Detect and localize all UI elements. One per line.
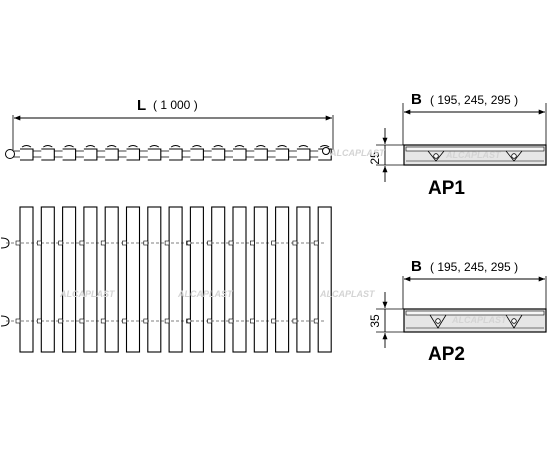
- grating-bar: [296, 206, 311, 353]
- length-value: ( 1 000 ): [153, 98, 198, 112]
- side-link: [169, 148, 183, 161]
- side-end-hinge: [5, 149, 15, 159]
- ap2-width-values: ( 195, 245, 295 ): [430, 260, 518, 274]
- grating-side-view: [5, 145, 332, 161]
- grating-bar: [147, 206, 162, 353]
- connector-pin: [186, 318, 192, 324]
- grating-bar: [189, 206, 204, 353]
- ap1-profile-drawing: B ( 195, 245, 295 ) 25 AP1: [368, 91, 547, 199]
- side-link: [20, 148, 34, 161]
- side-link: [190, 148, 204, 161]
- grating-bar: [40, 206, 55, 353]
- brand-watermark: ALCAPLAST: [451, 315, 508, 325]
- end-clip: [0, 315, 10, 327]
- brand-watermark: ALCAPLAST: [59, 289, 116, 299]
- grating-bar: [317, 206, 332, 353]
- brand-watermark: ALCAPLAST: [319, 289, 376, 299]
- grating-bar: [62, 206, 77, 353]
- brand-watermark: ALCAPLAST: [329, 148, 386, 158]
- connector-pin: [186, 240, 192, 246]
- ap2-height-value: 35: [368, 314, 382, 328]
- ap2-mounting-hole-right: [511, 318, 517, 324]
- ap2-title: AP2: [428, 344, 465, 365]
- grating-bar: [232, 206, 247, 353]
- grating-bar: [104, 206, 119, 353]
- grating-bar: [275, 206, 290, 353]
- ap1-mounting-hole-right: [511, 153, 517, 159]
- ap1-height-value: 25: [368, 151, 382, 165]
- side-link: [126, 148, 141, 161]
- side-link: [254, 148, 268, 161]
- side-link: [147, 148, 162, 161]
- side-link: [41, 148, 55, 161]
- length-symbol: L: [137, 97, 146, 114]
- side-link: [296, 148, 311, 161]
- ap1-title: AP1: [428, 178, 465, 199]
- ap2-mounting-hole-left: [435, 318, 441, 324]
- side-link: [275, 148, 290, 161]
- side-link: [105, 148, 119, 161]
- ap1-width-values: ( 195, 245, 295 ): [430, 93, 518, 107]
- length-dimension: L ( 1 000 ): [12, 97, 334, 150]
- side-end-hinge: [322, 147, 330, 155]
- grating-bar: [168, 206, 183, 353]
- brand-watermarks: ALCAPLAST ALCAPLAST ALCAPLAST ALCAPLAST …: [59, 148, 508, 325]
- grating-bar: [125, 206, 141, 353]
- side-link: [62, 148, 77, 161]
- grating-bar: [83, 206, 98, 353]
- grating-plan-view: [0, 206, 332, 353]
- brand-watermark: ALCAPLAST: [445, 150, 502, 160]
- side-link: [83, 148, 98, 161]
- brand-watermark: ALCAPLAST: [177, 289, 234, 299]
- grating-bar: [253, 206, 268, 353]
- grating-bar: [19, 206, 34, 353]
- side-link: [233, 148, 247, 161]
- ap2-profile-drawing: B ( 195, 245, 295 ) 35 AP2: [368, 258, 547, 365]
- side-link: [211, 148, 226, 161]
- ap1-mounting-hole-left: [433, 153, 439, 159]
- grating-bar: [211, 206, 226, 353]
- ap2-width-symbol: B: [411, 258, 422, 275]
- ap1-width-symbol: B: [411, 91, 422, 108]
- end-clip: [0, 237, 10, 249]
